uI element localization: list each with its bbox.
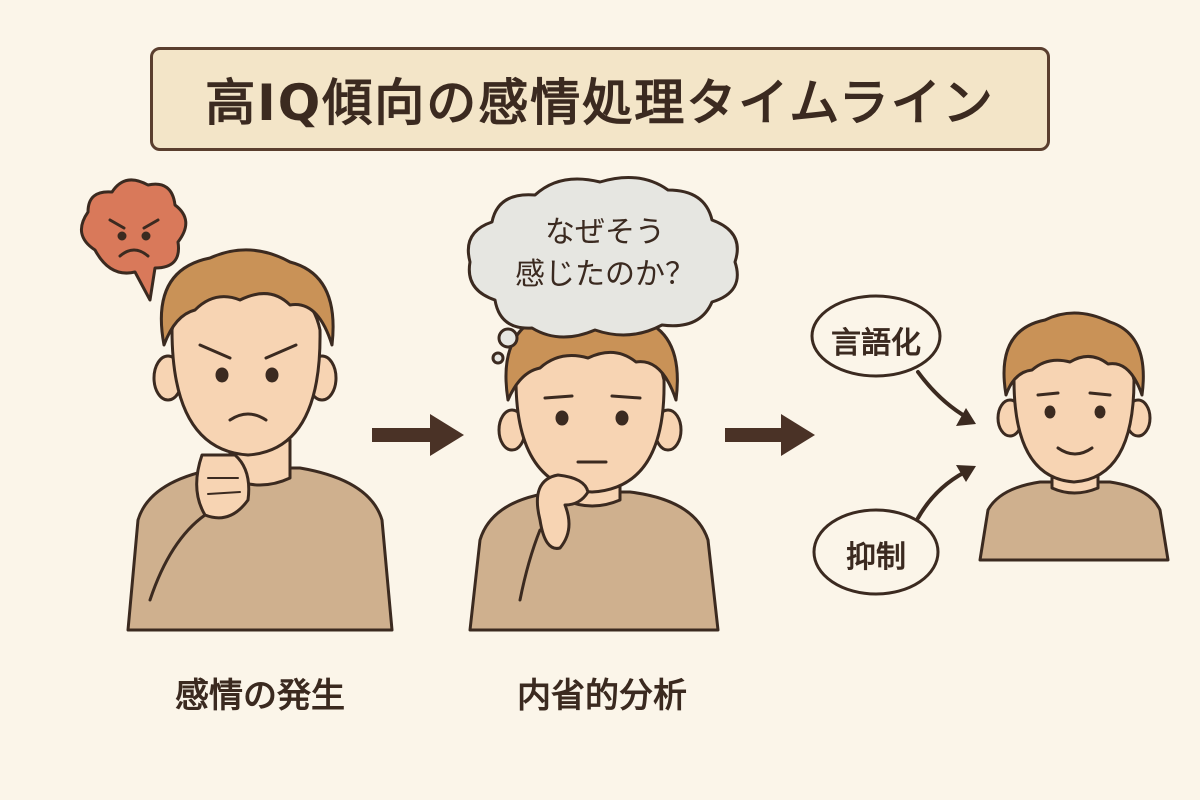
verbalize-bubble — [810, 294, 942, 378]
suppress-bubble — [812, 508, 940, 596]
thought-bubble-icon — [466, 176, 739, 365]
verbalize-label: 言語化 — [831, 326, 921, 361]
thought-text: なぜそう 感じたのか？ — [500, 212, 710, 296]
suppress-label: 抑制 — [846, 540, 906, 575]
title-box: 高IQ傾向の感情処理タイムライン — [150, 47, 1050, 151]
thought-text-line2: 感じたのか？ — [515, 257, 695, 292]
diagram-title: 高IQ傾向の感情処理タイムライン — [205, 74, 995, 132]
stage-label-introspective-analysis: 内省的分析 — [517, 676, 687, 716]
thinking-person — [468, 303, 720, 632]
angry-person — [126, 248, 394, 632]
arrow-right-icon — [725, 414, 815, 456]
thought-text-line1: なぜそう — [545, 215, 665, 250]
calm-person — [978, 311, 1170, 562]
anger-face-icon — [79, 178, 188, 302]
stage-label-emotion-onset: 感情の発生 — [175, 676, 345, 716]
curved-arrow-icon — [916, 370, 970, 520]
arrow-right-icon — [372, 414, 464, 456]
